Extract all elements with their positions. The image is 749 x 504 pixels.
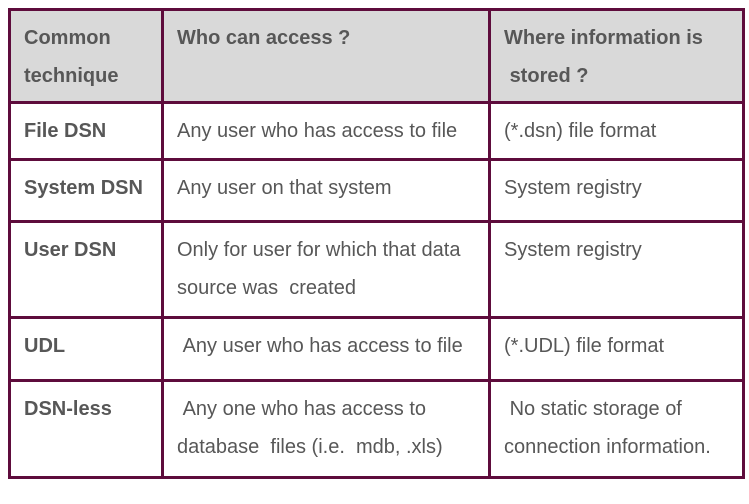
table-header: Common technique Who can access ? Where … (8, 8, 745, 104)
dsn-comparison-table: Common technique Who can access ? Where … (8, 8, 745, 479)
cell-access: Any one who has access to database files… (161, 379, 491, 479)
cell-storage: System registry (488, 220, 745, 319)
cell-storage: System registry (488, 158, 745, 223)
cell-technique: UDL (8, 316, 164, 382)
table-row-system-dsn: System DSN Any user on that system Syste… (8, 158, 745, 223)
table-row-file-dsn: File DSN Any user who has access to file… (8, 101, 745, 161)
cell-technique: DSN-less (8, 379, 164, 479)
cell-technique: User DSN (8, 220, 164, 319)
cell-technique: System DSN (8, 158, 164, 223)
header-cell-common-technique: Common technique (8, 8, 164, 104)
cell-access: Any user who has access to file (161, 316, 491, 382)
cell-storage: No static storage of connection informat… (488, 379, 745, 479)
table-row-user-dsn: User DSN Only for user for which that da… (8, 220, 745, 319)
cell-storage: (*.UDL) file format (488, 316, 745, 382)
table-row-dsn-less: DSN-less Any one who has access to datab… (8, 379, 745, 479)
header-cell-who-can-access: Who can access ? (161, 8, 491, 104)
cell-storage: (*.dsn) file format (488, 101, 745, 161)
header-cell-where-stored: Where information is stored ? (488, 8, 745, 104)
cell-access: Only for user for which that data source… (161, 220, 491, 319)
cell-access: Any user on that system (161, 158, 491, 223)
header-row: Common technique Who can access ? Where … (8, 8, 745, 104)
cell-technique: File DSN (8, 101, 164, 161)
table-body: File DSN Any user who has access to file… (8, 101, 745, 479)
cell-access: Any user who has access to file (161, 101, 491, 161)
table-row-udl: UDL Any user who has access to file (*.U… (8, 316, 745, 382)
